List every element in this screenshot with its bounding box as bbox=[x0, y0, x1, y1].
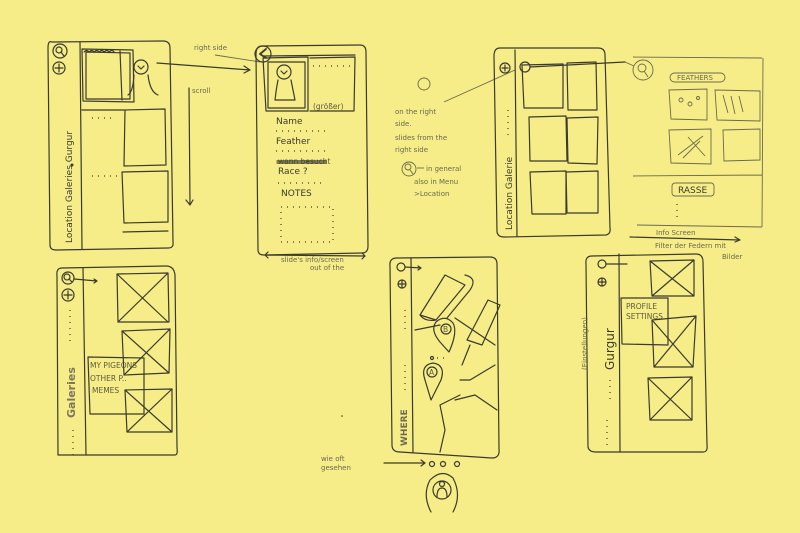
photo-caption: (größer) bbox=[313, 102, 344, 111]
indicator-dot bbox=[439, 460, 447, 468]
annotation-scroll: scroll bbox=[192, 87, 210, 95]
sketch-galleries-menu: Galeries MY PIGEONS OTHER P.. MEMES bbox=[56, 265, 178, 456]
search-icon[interactable] bbox=[632, 59, 654, 81]
footer-note-2: out of the bbox=[310, 264, 344, 272]
menu-item-my-pigeons[interactable]: MY PIGEONS bbox=[90, 361, 137, 370]
sidebar-labels: Location Galerie bbox=[505, 156, 515, 230]
features-filter-pill[interactable] bbox=[669, 72, 726, 83]
galleries-dropdown-menu[interactable]: MY PIGEONS OTHER P.. MEMES bbox=[87, 356, 145, 415]
field-notes: NOTES bbox=[281, 189, 312, 199]
sidebar-label: Gurgur bbox=[603, 328, 617, 370]
profile-settings-menu[interactable]: PROFILE SETTINGS bbox=[620, 297, 669, 346]
plus-icon[interactable] bbox=[597, 277, 607, 287]
plus-icon[interactable] bbox=[397, 279, 407, 289]
sketch-detail-screen: (größer) Name Feather wann besucht Race … bbox=[254, 44, 369, 272]
sketch-gallery-screen: Location Galeries Gurgur right side scro… bbox=[47, 40, 261, 251]
note-line: right side bbox=[395, 146, 428, 154]
pin-label: B bbox=[443, 325, 448, 334]
field-feather: Feather bbox=[276, 137, 311, 147]
plus-icon[interactable] bbox=[499, 62, 511, 74]
sidebar-label: Galeries bbox=[65, 367, 78, 418]
sidebar-label: WHERE bbox=[400, 409, 410, 446]
features-pill-label: FEATHERS bbox=[677, 74, 714, 82]
search-icon[interactable] bbox=[396, 262, 406, 272]
menu-item-memes[interactable]: MEMES bbox=[92, 386, 119, 395]
race-filter-pill[interactable] bbox=[671, 182, 715, 197]
sketch-gallery-slide: Location Galerie bbox=[493, 47, 626, 238]
note-line: slides from the bbox=[395, 134, 447, 142]
race-pill-label: RASSE bbox=[678, 186, 707, 196]
menu-item-settings[interactable]: SETTINGS bbox=[626, 312, 663, 321]
sidebar-labels: Location Galeries Gurgur bbox=[65, 131, 75, 243]
note-line: >Location bbox=[414, 190, 449, 198]
caption-filter-2: Bilder bbox=[722, 253, 742, 261]
indicator-dot bbox=[428, 460, 436, 468]
search-icon[interactable] bbox=[61, 271, 75, 285]
note-line: on the right bbox=[395, 108, 436, 116]
note-line: also in Menu bbox=[414, 178, 458, 186]
avatar-icon[interactable] bbox=[425, 472, 459, 513]
sketch-map-screen: WHERE B A wie oft gesehen bbox=[321, 256, 501, 513]
sketch-notes: on the right side. slides from the right… bbox=[395, 69, 516, 198]
note-line: in general bbox=[426, 165, 461, 173]
avatar-icon[interactable] bbox=[127, 59, 159, 96]
pin-label: A bbox=[429, 368, 435, 377]
search-icon bbox=[401, 161, 417, 177]
note-how-often: wie oft bbox=[321, 455, 345, 463]
sketch-profile-settings: Gurgur (Einstellungen) PROFILE SETTINGS bbox=[581, 253, 708, 453]
field-race: Race ? bbox=[278, 167, 308, 177]
field-name: Name bbox=[276, 117, 303, 127]
search-icon[interactable] bbox=[597, 259, 607, 269]
menu-item-profile[interactable]: PROFILE bbox=[626, 302, 657, 311]
plus-icon[interactable] bbox=[61, 288, 75, 302]
map-pin-b[interactable]: B bbox=[433, 317, 456, 353]
annotation-right-side: right side bbox=[194, 44, 227, 52]
footer-note-1: slide's info/screen bbox=[281, 256, 344, 264]
map-pin-a[interactable]: A bbox=[423, 362, 443, 401]
search-icon[interactable] bbox=[52, 43, 68, 59]
side-note: (Einstellungen) bbox=[581, 317, 589, 370]
indicator-dot bbox=[453, 460, 461, 468]
caption-filter: Filter der Federn mit bbox=[655, 242, 726, 250]
plus-icon[interactable] bbox=[52, 61, 66, 75]
note-line: side. bbox=[395, 120, 412, 128]
sketch-info-screen: FEATHERS RASSE Info Screen Filter der Fe… bbox=[624, 56, 764, 261]
note-seen: gesehen bbox=[321, 464, 351, 472]
caption-info-screen: Info Screen bbox=[656, 229, 696, 237]
menu-item-other-pigeons[interactable]: OTHER P.. bbox=[90, 374, 127, 383]
